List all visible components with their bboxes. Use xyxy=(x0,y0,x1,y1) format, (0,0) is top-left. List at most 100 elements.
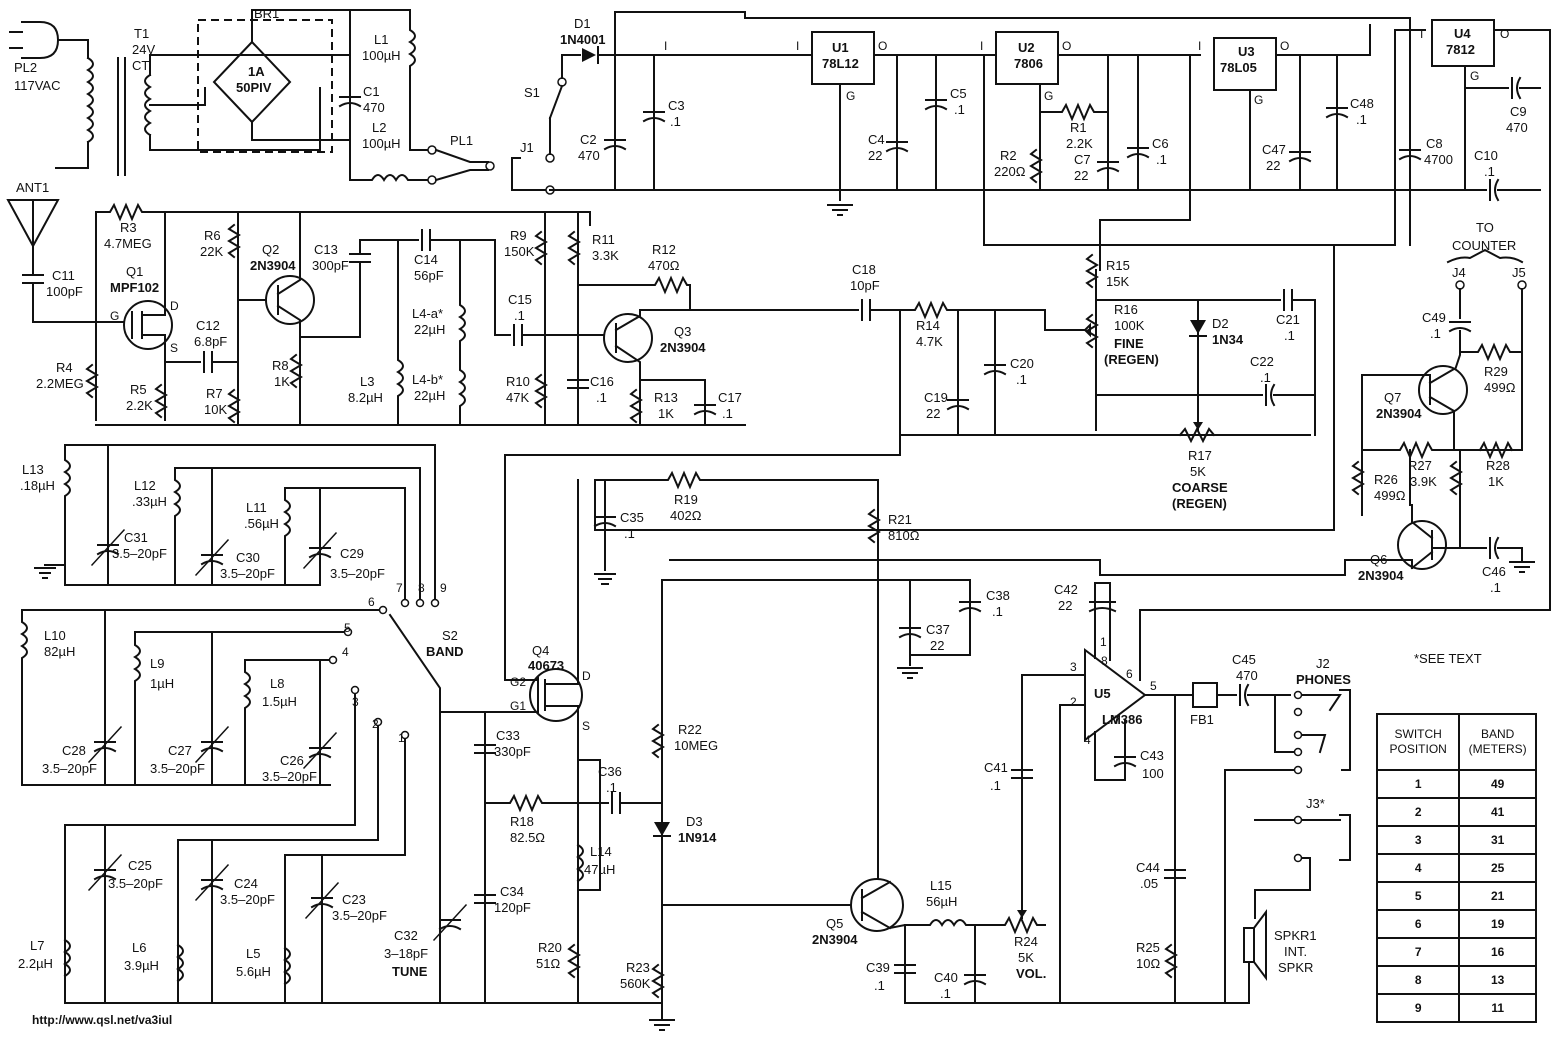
sw-pos-9: 9 xyxy=(440,581,447,595)
value-C4: 22 xyxy=(868,148,882,163)
label-C20: C20 xyxy=(1010,356,1034,371)
label-C30: C30 xyxy=(236,550,260,565)
value-C42: 22 xyxy=(1058,598,1072,613)
label-R18: R18 xyxy=(510,814,534,829)
label-R17: R17 xyxy=(1188,448,1212,463)
q4-pin-d: D xyxy=(582,669,591,683)
label-L5: L5 xyxy=(246,946,260,961)
source-url-link[interactable]: http://www.qsl.net/va3iul xyxy=(32,1013,173,1027)
label-R19: R19 xyxy=(674,492,698,507)
col-switch-position: SWITCH POSITION xyxy=(1375,713,1461,771)
value-Q2: 2N3904 xyxy=(250,258,296,273)
table-cell: 25 xyxy=(1458,853,1537,883)
label-C46: C46 xyxy=(1482,564,1506,579)
label-R24: R24 xyxy=(1014,934,1038,949)
label-R23: R23 xyxy=(626,960,650,975)
label-C16: C16 xyxy=(590,374,614,389)
value-C16: .1 xyxy=(596,390,607,405)
u5-pin-6: 6 xyxy=(1126,667,1133,681)
value-C14: 56pF xyxy=(414,268,444,283)
value-Q3: 2N3904 xyxy=(660,340,706,355)
value-L6: 3.9µH xyxy=(124,958,159,973)
value-C21: .1 xyxy=(1284,328,1295,343)
label-C44: C44 xyxy=(1136,860,1160,875)
value-SPKR1b: SPKR xyxy=(1278,960,1313,975)
label-PL1: PL1 xyxy=(450,133,473,148)
ct-label: CT xyxy=(132,58,149,73)
u2-pin-o: O xyxy=(1062,39,1071,53)
value-C43: 100 xyxy=(1142,766,1164,781)
label-R4: R4 xyxy=(56,360,73,375)
value-C15: .1 xyxy=(514,308,525,323)
label-C3: C3 xyxy=(668,98,685,113)
label-D3: D3 xyxy=(686,814,703,829)
u5-pin-2: 2 xyxy=(1070,695,1077,709)
label-C27: C27 xyxy=(168,743,192,758)
value-R26: 499Ω xyxy=(1374,488,1406,503)
value-C9: 470 xyxy=(1506,120,1528,135)
label-C22: C22 xyxy=(1250,354,1274,369)
label-C33: C33 xyxy=(496,728,520,743)
value-C36: .1 xyxy=(606,780,617,795)
value-PL2: 117VAC xyxy=(14,78,61,93)
label-C18: C18 xyxy=(852,262,876,277)
value-Q6: 2N3904 xyxy=(1358,568,1404,583)
u3-pin-i: I xyxy=(1198,39,1201,53)
to-label: TO xyxy=(1476,220,1494,235)
label-C48: C48 xyxy=(1350,96,1374,111)
label-R6: R6 xyxy=(204,228,221,243)
label-Q5: Q5 xyxy=(826,916,843,931)
value-C46: .1 xyxy=(1490,580,1501,595)
value-C11: 100pF xyxy=(46,284,83,299)
label-L11: L11 xyxy=(246,500,267,515)
value-C44: .05 xyxy=(1140,876,1158,891)
table-cell: 11 xyxy=(1458,993,1537,1023)
value-Q1: MPF102 xyxy=(110,280,159,295)
value-L10: 82µH xyxy=(44,644,75,659)
label-L4a: L4-a* xyxy=(412,306,443,321)
band-switch-section xyxy=(20,444,661,1004)
label-R16: R16 xyxy=(1114,302,1138,317)
table-cell: 16 xyxy=(1458,937,1537,967)
u5-pin-3: 3 xyxy=(1070,660,1077,674)
value-C20: .1 xyxy=(1016,372,1027,387)
value-C8: 4700 xyxy=(1424,152,1453,167)
value-C34: 120pF xyxy=(494,900,531,915)
label-C40: C40 xyxy=(934,970,958,985)
value-C23: 3.5–20pF xyxy=(332,908,387,923)
label-C26: C26 xyxy=(280,753,304,768)
table-cell: 9 xyxy=(1375,993,1461,1023)
u5-pin-1: 1 xyxy=(1100,635,1107,649)
regen-label-a: (REGEN) xyxy=(1104,352,1159,367)
value-SPKR1a: INT. xyxy=(1284,944,1307,959)
value-R18: 82.5Ω xyxy=(510,830,545,845)
label-C31: C31 xyxy=(124,530,148,545)
label-R11: R11 xyxy=(592,232,615,247)
label-SPKR1: SPKR1 xyxy=(1274,928,1317,943)
label-ANT1: ANT1 xyxy=(16,180,49,195)
value-L2: 100µH xyxy=(362,136,401,151)
label-J3: J3* xyxy=(1306,796,1325,811)
label-C14: C14 xyxy=(414,252,438,267)
label-L14: L14 xyxy=(590,844,612,859)
sw-pos-3: 3 xyxy=(352,695,359,709)
value-L15: 56µH xyxy=(926,894,957,909)
table-cell: 6 xyxy=(1375,909,1461,939)
label-J2: J2 xyxy=(1316,656,1330,671)
label-C8: C8 xyxy=(1426,136,1443,151)
value-R4: 2.2MEG xyxy=(36,376,84,391)
value-R15: 15K xyxy=(1106,274,1129,289)
label-R20: R20 xyxy=(538,940,562,955)
sw-pos-1: 1 xyxy=(398,731,405,745)
label-C36: C36 xyxy=(598,764,622,779)
value-L4b: 22µH xyxy=(414,388,445,403)
label-S2: S2 xyxy=(442,628,458,643)
label-C24: C24 xyxy=(234,876,258,891)
value-R10: 47K xyxy=(506,390,529,405)
value-C18: 10pF xyxy=(850,278,880,293)
